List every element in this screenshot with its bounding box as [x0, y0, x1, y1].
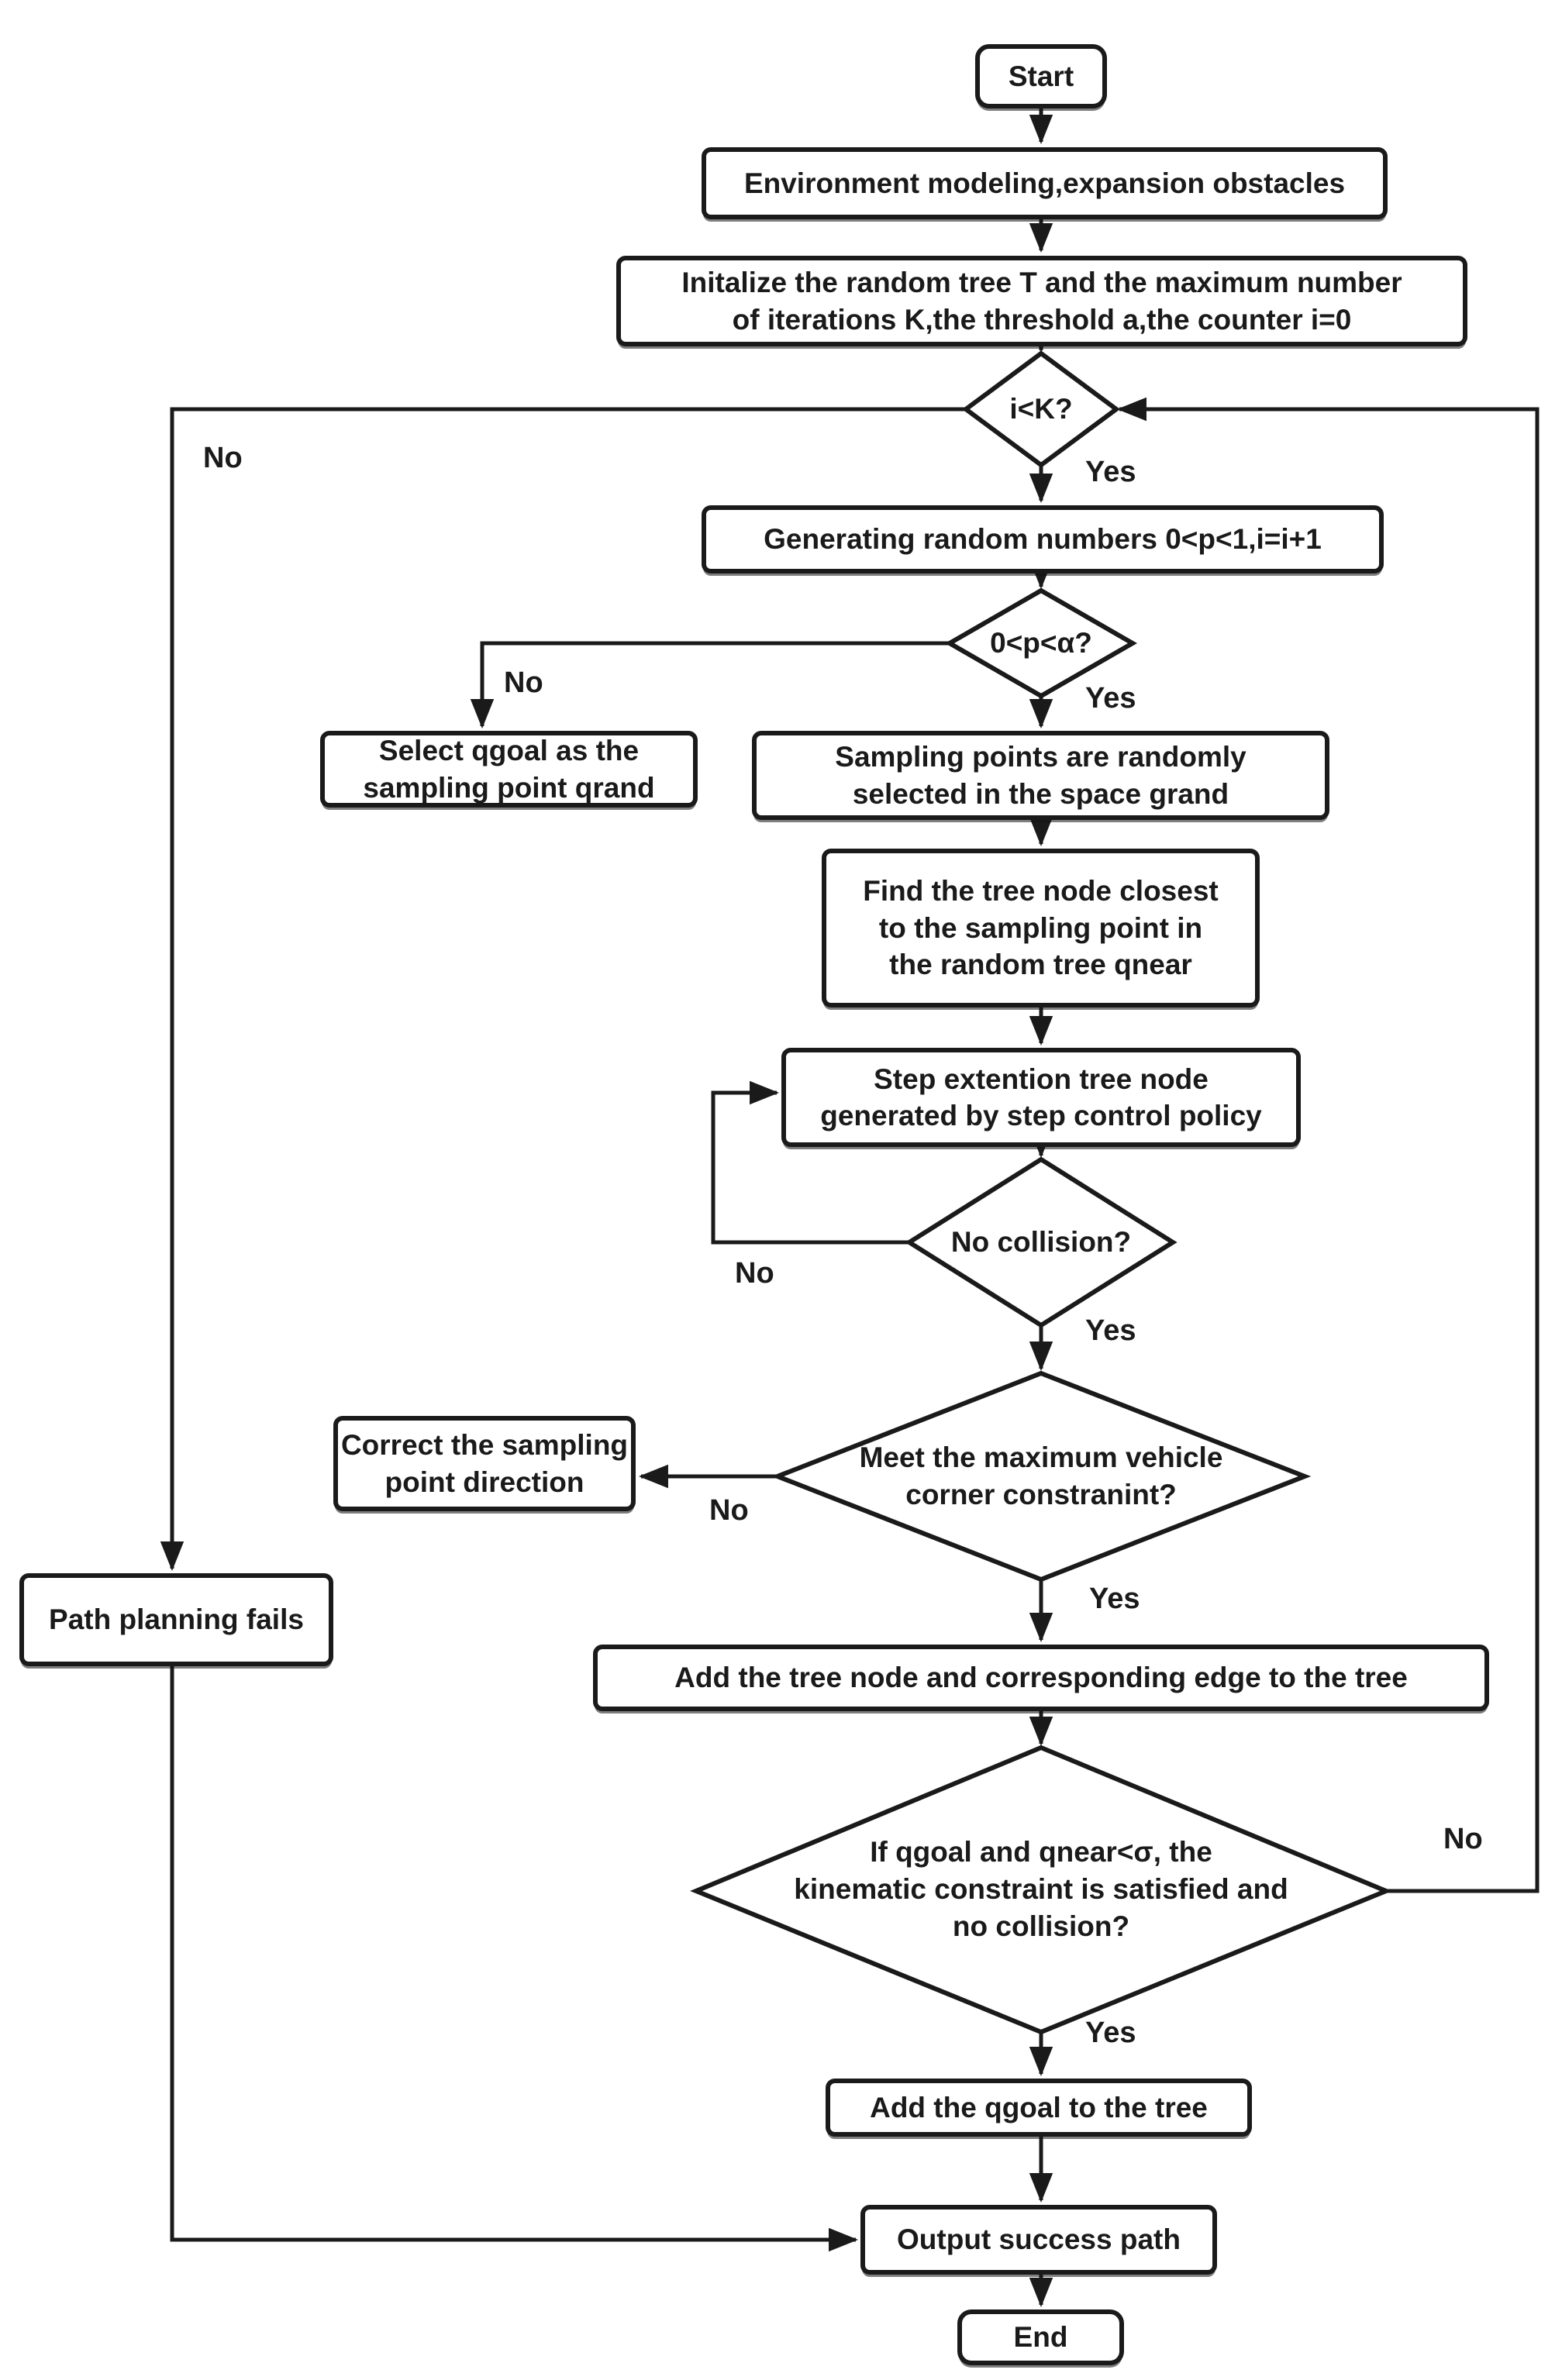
node-end: End [957, 2309, 1124, 2365]
label-corner-no: No [709, 1494, 749, 1527]
label-alpha-yes: Yes [1085, 682, 1136, 715]
node-initialize-tree: Initalize the random tree T and the maxi… [616, 256, 1467, 346]
label-collision-yes: Yes [1085, 1314, 1136, 1347]
edge-condcollision-no-stepext [711, 1080, 909, 1245]
node-end-label: End [1013, 2321, 1068, 2354]
node-find-tree-node: Find the tree node closest to the sampli… [822, 849, 1260, 1007]
node-start: Start [975, 44, 1107, 108]
label-ik-yes: Yes [1085, 456, 1136, 488]
node-correct-sampling: Correct the sampling point direction [333, 1416, 636, 1511]
node-generate-random: Generating random numbers 0<p<1,i=i+1 [702, 505, 1384, 573]
edge-condgoal-no-condik [1116, 397, 1540, 1893]
node-add-tree-edge: Add the tree node and corresponding edge… [593, 1645, 1489, 1711]
edge-condik-no-pathfails [160, 407, 966, 1572]
label-goal-yes: Yes [1085, 2017, 1136, 2049]
label-alpha-no: No [504, 666, 543, 699]
edge-condalpha-no-selectqgoal [470, 641, 950, 729]
label-collision-no: No [735, 1257, 774, 1290]
edge-pathfails-output [170, 1666, 859, 2252]
node-environment-modeling: Environment modeling,expansion obstacles [702, 147, 1388, 219]
decision-goal-reached [690, 1745, 1392, 2035]
label-ik-no: No [203, 442, 243, 474]
label-goal-no: No [1443, 1823, 1483, 1855]
node-sampling-points: Sampling points are randomly selected in… [752, 731, 1329, 820]
node-path-planning-fails: Path planning fails [19, 1573, 333, 1666]
node-add-qgoal: Add the qgoal to the tree [826, 2079, 1252, 2137]
decision-corner-constraint [771, 1370, 1312, 1583]
label-corner-yes: Yes [1089, 1583, 1140, 1615]
node-output-success-path: Output success path [860, 2205, 1217, 2275]
node-select-qgoal: Select qgoal as the sampling point qrand [320, 731, 698, 808]
decision-i-less-k [961, 350, 1121, 468]
decision-no-collision [905, 1156, 1178, 1328]
decision-p-less-alpha [944, 587, 1138, 699]
node-start-label: Start [1008, 60, 1074, 92]
node-environment-label: Environment modeling,expansion obstacles [743, 167, 1346, 199]
node-step-extention: Step extention tree node generated by st… [781, 1048, 1301, 1147]
